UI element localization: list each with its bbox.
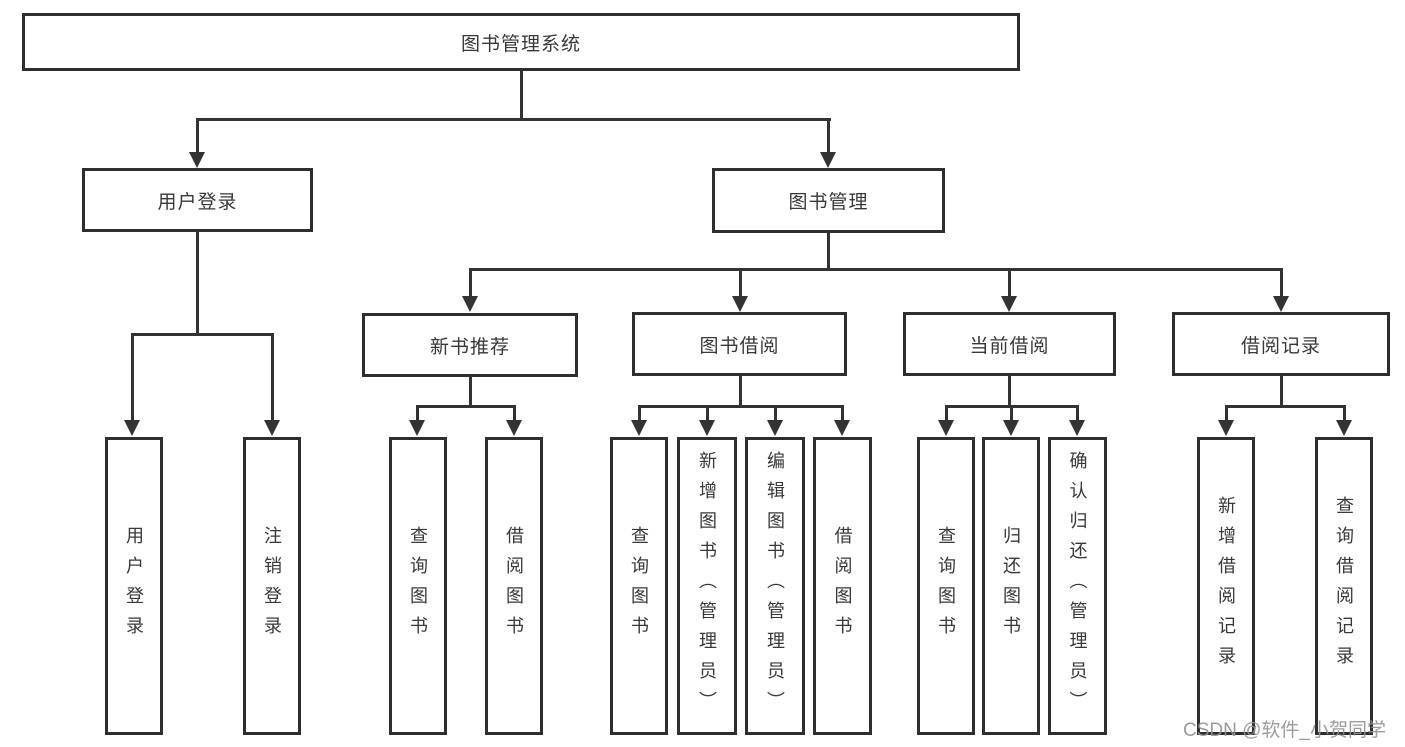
connector-records-stem bbox=[1280, 375, 1283, 408]
node-borrowing-records: 借阅记录 bbox=[1172, 312, 1390, 376]
node-label: 用户登录 bbox=[157, 191, 238, 213]
connector-drop-book-borrowing bbox=[739, 268, 742, 298]
leaf-recommend-query-books: 查询图书 bbox=[389, 437, 447, 735]
connector-drop-current-borrowing bbox=[1008, 268, 1011, 298]
connector-root-rail bbox=[196, 118, 831, 121]
arrow-down-icon bbox=[767, 420, 783, 436]
leaf-label: 借阅图书 bbox=[832, 526, 853, 646]
leaf-records-add-record: 新增借阅记录 bbox=[1197, 437, 1255, 735]
leaf-label: 归还图书 bbox=[1001, 526, 1021, 646]
node-user-login: 用户登录 bbox=[82, 168, 313, 232]
arrow-down-icon bbox=[820, 152, 836, 168]
arrow-down-icon bbox=[1069, 420, 1085, 436]
connector-recommend-rail bbox=[416, 405, 516, 408]
arrow-down-icon bbox=[1336, 420, 1352, 436]
arrow-down-icon bbox=[834, 420, 850, 436]
leaf-label: 确认归还（管理员） bbox=[1067, 451, 1088, 721]
connector-book-management-rail bbox=[469, 268, 1283, 271]
arrow-down-icon bbox=[462, 296, 478, 312]
node-label: 借阅记录 bbox=[1240, 335, 1321, 357]
connector-book-management-stem bbox=[827, 233, 830, 271]
connector-drop-borrowing-records bbox=[1280, 268, 1283, 298]
connector-drop-records-query bbox=[1343, 405, 1346, 422]
connector-drop-borrowing-borrow bbox=[841, 405, 844, 422]
leaf-borrowing-borrow-books: 借阅图书 bbox=[813, 437, 872, 735]
node-label: 图书管理 bbox=[788, 192, 869, 213]
connector-current-stem bbox=[1008, 375, 1011, 408]
connector-user-login-stem bbox=[196, 232, 199, 335]
node-label: 新书推荐 bbox=[429, 336, 510, 358]
node-current-borrowing: 当前借阅 bbox=[903, 312, 1116, 376]
node-label: 当前借阅 bbox=[969, 335, 1050, 357]
connector-drop-borrowing-query bbox=[638, 405, 641, 422]
connector-drop-user-login bbox=[196, 118, 199, 154]
leaf-label: 查询图书 bbox=[408, 526, 428, 646]
leaf-label: 新增图书（管理员） bbox=[697, 451, 717, 721]
arrow-down-icon bbox=[938, 420, 954, 436]
connector-root-stem bbox=[520, 71, 523, 118]
connector-drop-recommend-query bbox=[416, 405, 419, 422]
leaf-label: 查询借阅记录 bbox=[1334, 496, 1354, 676]
leaf-logout-login: 注销登录 bbox=[243, 437, 301, 735]
node-label: 图书借阅 bbox=[699, 335, 780, 357]
leaf-borrowing-edit-books-admin: 编辑图书（管理员） bbox=[745, 437, 805, 735]
leaf-current-query-books: 查询图书 bbox=[917, 437, 975, 735]
leaf-records-query-record: 查询借阅记录 bbox=[1315, 437, 1373, 735]
connector-recommend-stem bbox=[469, 377, 472, 408]
connector-records-rail bbox=[1225, 405, 1346, 408]
connector-drop-leaf-user-login bbox=[131, 333, 134, 422]
connector-drop-new-book-recommend bbox=[469, 268, 472, 298]
arrow-down-icon bbox=[699, 420, 715, 436]
connector-drop-recommend-borrow bbox=[513, 405, 516, 422]
connector-drop-book-management bbox=[827, 118, 830, 154]
arrow-down-icon bbox=[264, 420, 280, 436]
connector-drop-current-confirm bbox=[1076, 405, 1079, 422]
connector-drop-borrowing-edit bbox=[774, 405, 777, 422]
connector-drop-leaf-logout bbox=[271, 333, 274, 422]
arrow-down-icon bbox=[1001, 296, 1017, 312]
arrow-down-icon bbox=[631, 420, 647, 436]
leaf-recommend-borrow-books: 借阅图书 bbox=[485, 437, 543, 735]
arrow-down-icon bbox=[189, 152, 205, 168]
connector-borrowing-stem bbox=[739, 375, 742, 408]
leaf-borrowing-query-books: 查询图书 bbox=[610, 437, 668, 735]
node-book-borrowing: 图书借阅 bbox=[632, 312, 847, 376]
connector-user-login-rail bbox=[131, 333, 274, 336]
node-label: 图书管理系统 bbox=[460, 33, 581, 55]
connector-drop-current-return bbox=[1010, 405, 1013, 422]
leaf-current-return-books: 归还图书 bbox=[982, 437, 1040, 735]
connector-drop-current-query bbox=[945, 405, 948, 422]
arrow-down-icon bbox=[506, 420, 522, 436]
arrow-down-icon bbox=[409, 420, 425, 436]
leaf-label: 借阅图书 bbox=[504, 526, 524, 646]
leaf-label: 编辑图书（管理员） bbox=[765, 451, 785, 721]
arrow-down-icon bbox=[732, 296, 748, 312]
arrow-down-icon bbox=[1273, 296, 1289, 312]
leaf-label: 注销登录 bbox=[262, 526, 282, 646]
arrow-down-icon bbox=[124, 420, 140, 436]
node-book-management-system: 图书管理系统 bbox=[22, 13, 1020, 71]
connector-borrowing-rail bbox=[638, 405, 844, 408]
arrow-down-icon bbox=[1218, 420, 1234, 436]
leaf-borrowing-add-books-admin: 新增图书（管理员） bbox=[677, 437, 737, 735]
leaf-label: 用户登录 bbox=[124, 526, 144, 646]
arrow-down-icon bbox=[1003, 420, 1019, 436]
leaf-current-confirm-return-admin: 确认归还（管理员） bbox=[1048, 437, 1107, 735]
node-book-management: 图书管理 bbox=[712, 168, 945, 233]
node-new-book-recommend: 新书推荐 bbox=[362, 313, 578, 377]
connector-drop-borrowing-add bbox=[706, 405, 709, 422]
connector-drop-records-add bbox=[1225, 405, 1228, 422]
leaf-label: 新增借阅记录 bbox=[1216, 496, 1236, 676]
leaf-label: 查询图书 bbox=[629, 526, 649, 646]
leaf-label: 查询图书 bbox=[936, 526, 956, 646]
leaf-user-login: 用户登录 bbox=[105, 437, 163, 735]
csdn-watermark: CSDN @软件_小贺同学 bbox=[1183, 720, 1386, 741]
